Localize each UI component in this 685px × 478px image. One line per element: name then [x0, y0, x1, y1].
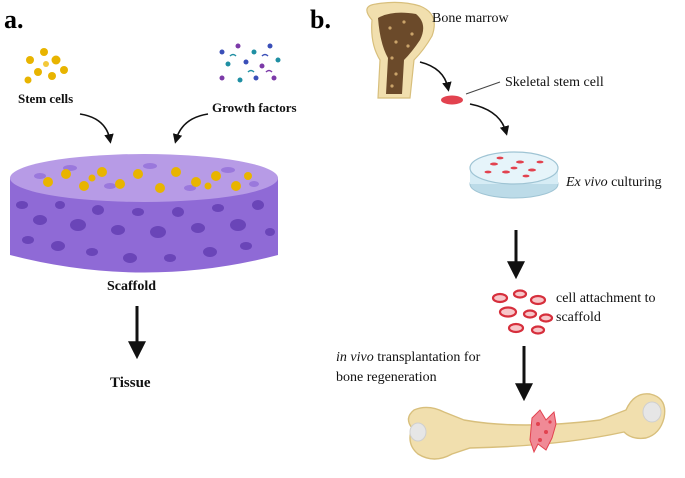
panel-b-letter: b.: [310, 5, 331, 34]
cell-to-dish-arrow: [469, 103, 510, 136]
attachment-label-line1: cell attachment to: [556, 291, 656, 306]
stem-cells-icon: [24, 48, 68, 84]
bone-marrow-icon: [366, 1, 435, 99]
tissue-label: Tissue: [110, 375, 151, 391]
stem-cells-label: Stem cells: [18, 91, 73, 106]
attachment-label-line2: scaffold: [556, 310, 601, 325]
skeletal-stem-cell-icon: [441, 95, 463, 105]
transplant-rest: transplantation for: [374, 350, 481, 365]
growth-factors-icon: [219, 43, 281, 83]
marrow-to-cell-arrow: [419, 61, 452, 92]
transplant-label-line2: bone regeneration: [336, 370, 437, 385]
cell-attachment-icon: [491, 289, 554, 335]
ex-vivo-label: Ex vivo culturing: [565, 175, 662, 190]
panel-a-letter: a.: [4, 5, 24, 34]
scaffold-icon: [10, 154, 278, 273]
transplant-italic: in vivo: [336, 350, 374, 365]
bone-marrow-label: Bone marrow: [432, 11, 509, 26]
ex-vivo-italic: Ex vivo: [565, 175, 608, 190]
ex-vivo-rest: culturing: [608, 175, 662, 190]
growth-factors-arrow: [172, 113, 209, 144]
long-bone-icon: [407, 393, 666, 460]
growth-factors-label: Growth factors: [212, 100, 297, 115]
skeletal-stem-cell-label: Skeletal stem cell: [505, 75, 604, 90]
transplant-label-line1: in vivo transplantation for: [336, 350, 481, 365]
stem-cell-pointer-line: [465, 81, 501, 95]
petri-dish-icon: [469, 151, 559, 199]
scaffold-label: Scaffold: [107, 279, 156, 294]
stem-cells-arrow: [79, 113, 114, 144]
